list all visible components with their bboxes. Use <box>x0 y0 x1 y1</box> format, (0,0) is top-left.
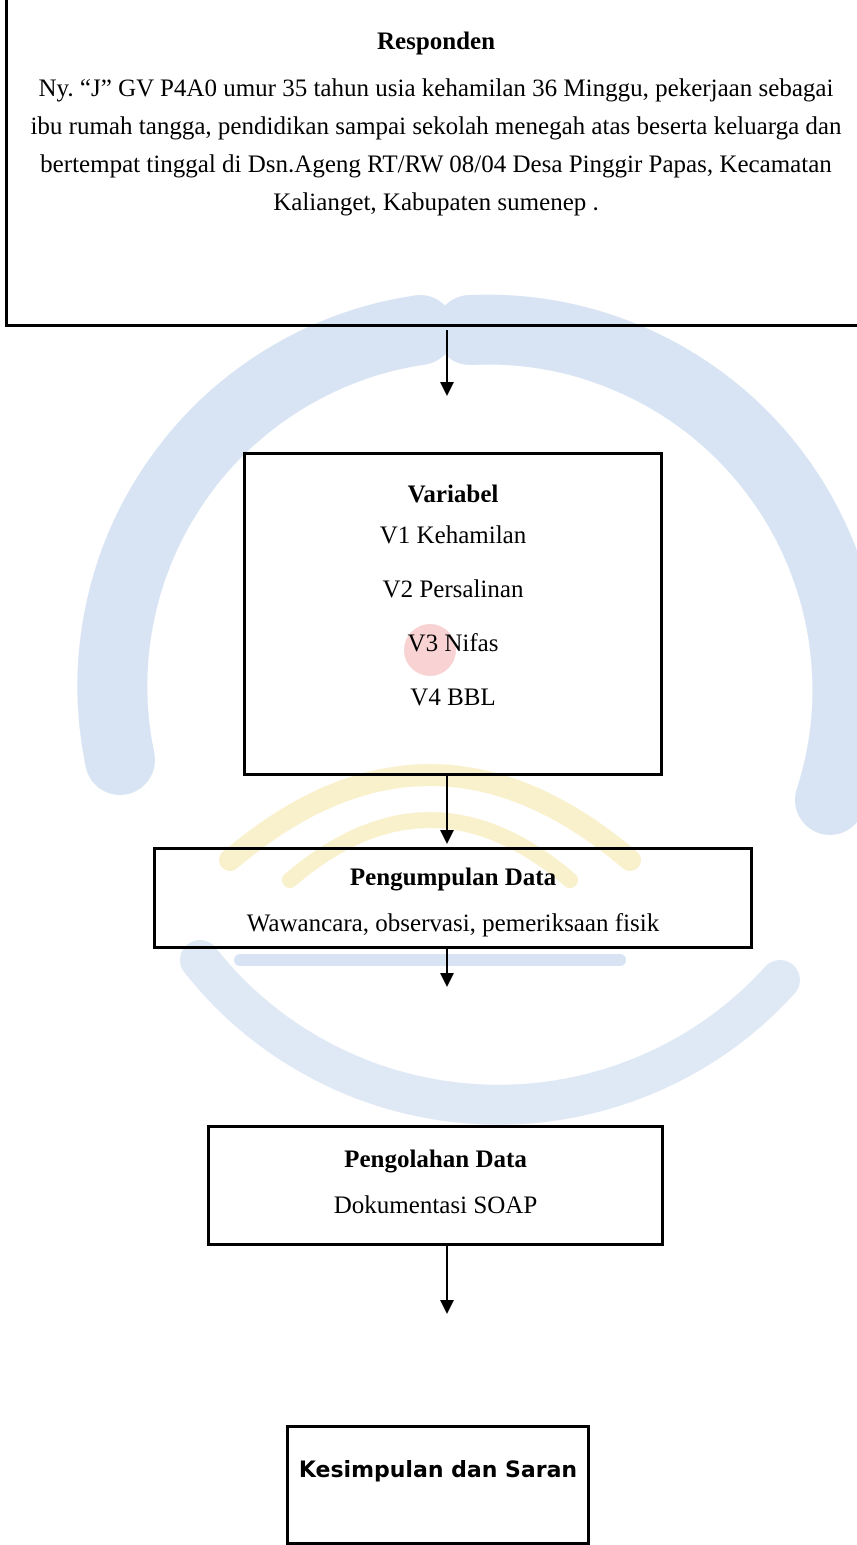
pengolahan-text: Dokumentasi SOAP <box>333 1192 538 1219</box>
kesimpulan-title: Kesimpulan dan Saran <box>298 1458 578 1483</box>
responden-title: Responden <box>376 28 496 55</box>
variabel-item: V3 Nifas <box>407 630 499 657</box>
kesimpulan-box: Kesimpulan dan Saran <box>286 1425 590 1545</box>
pengumpulan-text: Wawancara, observasi, pemeriksaan fisik <box>246 910 660 937</box>
variabel-item: V2 Persalinan <box>382 576 524 603</box>
pengolahan-title: Pengolahan Data <box>344 1146 527 1173</box>
variabel-item: V4 BBL <box>410 684 496 711</box>
responden-box: Responden Ny. “J” GV P4A0 umur 35 tahun … <box>5 0 857 327</box>
pengolahan-box: Pengolahan Data Dokumentasi SOAP <box>207 1125 664 1246</box>
pengumpulan-title: Pengumpulan Data <box>349 864 557 891</box>
variabel-title: Variabel <box>407 481 499 508</box>
responden-text: Ny. “J” GV P4A0 umur 35 tahun usia keham… <box>30 75 842 216</box>
variabel-box: Variabel V1 Kehamilan V2 Persalinan V3 N… <box>243 452 663 776</box>
variabel-item: V1 Kehamilan <box>379 522 527 549</box>
pengumpulan-box: Pengumpulan Data Wawancara, observasi, p… <box>153 847 753 949</box>
